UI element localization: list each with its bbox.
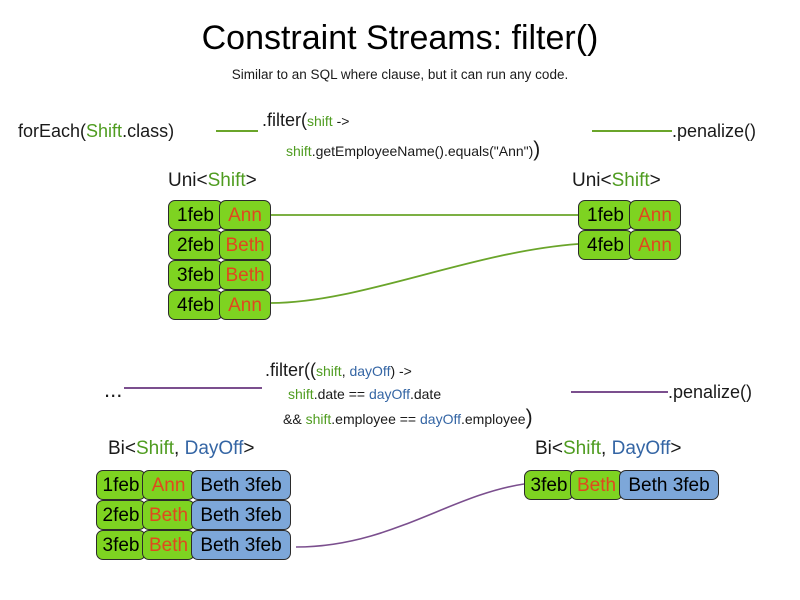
card-employee: Beth xyxy=(570,470,623,500)
uni-input-card-3[interactable]: 4feb Ann xyxy=(168,290,271,320)
page-title: Constraint Streams: filter() xyxy=(201,19,599,57)
bi-filter-param-comma: , xyxy=(341,363,350,379)
uni-output-label-prefix: Uni< xyxy=(572,170,612,191)
bi-filter-param-1: shift xyxy=(316,363,342,379)
uni-output-type-label: Uni<Shift> xyxy=(572,169,661,192)
bi-filter-l3-end: .employee xyxy=(461,411,526,427)
bi-filter-prefix: .filter(( xyxy=(265,360,316,380)
uni-input-card-1[interactable]: 2feb Beth xyxy=(168,230,271,260)
card-date: 1feb xyxy=(578,200,633,230)
uni-input-label-type: Shift xyxy=(207,170,246,191)
uni-filter-body-text: .getEmployeeName().equals("Ann") xyxy=(311,143,534,159)
bi-input-card-2[interactable]: 3feb Beth Beth 3feb xyxy=(96,530,291,560)
bi-filter-l3-var2: dayOff xyxy=(420,411,461,427)
bi-input-label-suffix: > xyxy=(243,438,255,459)
bi-input-label-type-1: Shift xyxy=(136,438,175,459)
uni-output-card-1[interactable]: 4feb Ann xyxy=(578,230,681,260)
uni-input-card-2[interactable]: 3feb Beth xyxy=(168,260,271,290)
bi-output-type-label: Bi<Shift, DayOff> xyxy=(535,437,681,460)
bi-input-type-label: Bi<Shift, DayOff> xyxy=(108,437,254,460)
uni-output-label-type: Shift xyxy=(611,170,650,191)
card-date: 3feb xyxy=(96,530,146,560)
uni-filter-line-1: .filter(shift -> xyxy=(262,109,349,131)
bi-filter-l2-var1: shift xyxy=(288,386,314,402)
uni-output-label-suffix: > xyxy=(649,170,661,191)
card-employee: Ann xyxy=(219,290,271,320)
card-employee: Beth xyxy=(219,230,271,260)
uni-penalize-label: .penalize() xyxy=(672,121,757,141)
bi-output-label-comma: , xyxy=(601,438,612,459)
foreach-prefix: forEach( xyxy=(18,121,87,141)
uni-input-card-0[interactable]: 1feb Ann xyxy=(168,200,271,230)
foreach-suffix: .class) xyxy=(122,121,175,141)
card-date: 1feb xyxy=(168,200,223,230)
bi-input-card-1[interactable]: 2feb Beth Beth 3feb xyxy=(96,500,291,530)
bi-output-label-suffix: > xyxy=(670,438,682,459)
bi-input-label-prefix: Bi< xyxy=(108,438,136,459)
bi-filter-l2-end: .date xyxy=(409,386,442,402)
card-employee: Beth xyxy=(142,530,195,560)
bi-filter-l2-mid: .date == xyxy=(313,386,369,402)
flow-line-uni-4feb xyxy=(270,243,579,304)
bi-filter-l3-op: && xyxy=(283,411,306,427)
card-dayoff: Beth 3feb xyxy=(619,470,719,500)
bi-output-card-0[interactable]: 3feb Beth Beth 3feb xyxy=(524,470,719,500)
uni-input-type-label: Uni<Shift> xyxy=(168,169,257,192)
card-employee: Beth xyxy=(142,500,195,530)
card-date: 2feb xyxy=(96,500,146,530)
card-employee: Ann xyxy=(629,230,681,260)
flow-line-bi-3feb xyxy=(295,483,525,548)
card-employee: Beth xyxy=(219,260,271,290)
card-date: 3feb xyxy=(168,260,223,290)
uni-filter-body-var: shift xyxy=(286,143,312,159)
bi-filter-line-2: shift.date == dayOff.date xyxy=(288,385,441,403)
card-employee: Ann xyxy=(219,200,271,230)
bi-penalize-label: .penalize() xyxy=(668,382,753,402)
card-employee: Ann xyxy=(142,470,195,500)
bi-filter-param-2: dayOff xyxy=(349,363,391,379)
foreach-call: forEach(Shift.class) xyxy=(18,120,174,142)
bi-filter-line-1: .filter((shift, dayOff) -> xyxy=(265,359,412,381)
uni-input-label-prefix: Uni< xyxy=(168,170,208,191)
card-date: 4feb xyxy=(578,230,633,260)
bi-filter-l2-var2: dayOff xyxy=(368,386,410,402)
uni-filter-param: shift xyxy=(307,113,333,129)
bi-filter-l3-var1: shift xyxy=(305,411,332,427)
card-dayoff: Beth 3feb xyxy=(191,530,291,560)
card-date: 4feb xyxy=(168,290,223,320)
uni-filter-line-2: shift.getEmployeeName().equals("Ann")) xyxy=(286,139,540,160)
bi-filter-l3-mid: .employee == xyxy=(331,411,420,427)
bi-output-label-type-1: Shift xyxy=(563,438,602,459)
card-date: 1feb xyxy=(96,470,146,500)
uni-input-label-suffix: > xyxy=(245,170,257,191)
bi-filter-line-3: && shift.employee == dayOff.employee) xyxy=(283,407,533,428)
uni-filter-arrow: -> xyxy=(332,113,350,129)
bi-output-label-prefix: Bi< xyxy=(535,438,563,459)
bi-filter-arrow: ) -> xyxy=(390,363,412,379)
bi-filter-close-paren: ) xyxy=(525,406,533,429)
bi-input-label-comma: , xyxy=(174,438,185,459)
bi-input-label-type-2: DayOff xyxy=(184,438,244,459)
bi-input-card-0[interactable]: 1feb Ann Beth 3feb xyxy=(96,470,291,500)
page-subtitle: Similar to an SQL where clause, but it c… xyxy=(231,67,569,82)
uni-output-card-0[interactable]: 1feb Ann xyxy=(578,200,681,230)
card-date: 3feb xyxy=(524,470,574,500)
uni-filter-close-paren: ) xyxy=(533,138,541,161)
card-date: 2feb xyxy=(168,230,223,260)
foreach-type: Shift xyxy=(86,121,123,141)
uni-filter-prefix: .filter( xyxy=(262,110,307,130)
card-employee: Ann xyxy=(629,200,681,230)
bi-source-ellipsis: ... xyxy=(104,377,123,402)
bi-output-label-type-2: DayOff xyxy=(611,438,671,459)
card-dayoff: Beth 3feb xyxy=(191,500,291,530)
card-dayoff: Beth 3feb xyxy=(191,470,291,500)
